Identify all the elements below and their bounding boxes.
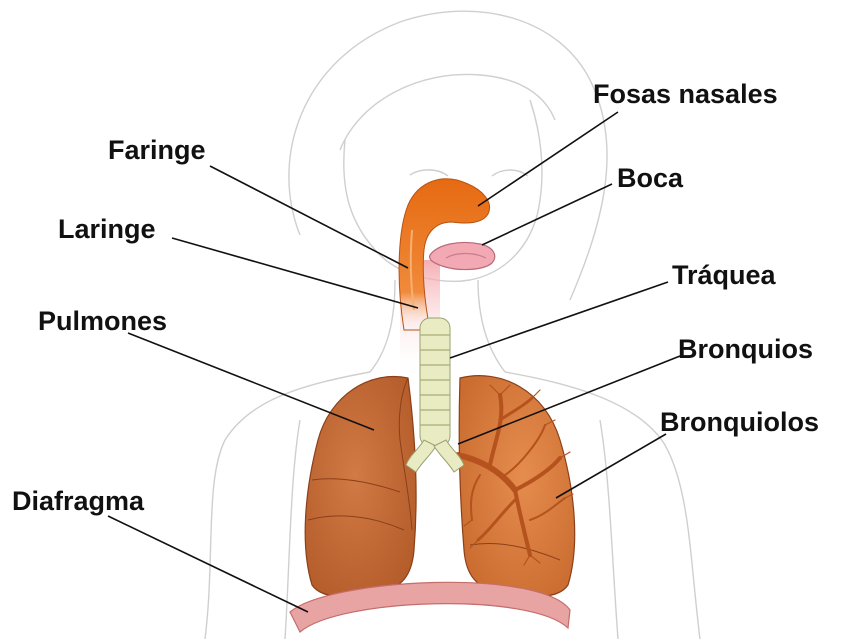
label-bronquiolos: Bronquiolos <box>660 407 819 437</box>
leader-pulmones <box>128 333 374 430</box>
label-pulmones: Pulmones <box>38 306 167 336</box>
leader-laringe <box>172 238 418 308</box>
label-laringe: Laringe <box>58 214 156 244</box>
neck-right <box>478 280 505 372</box>
label-faringe: Faringe <box>108 135 206 165</box>
leader-boca <box>482 184 612 245</box>
hair-inner <box>340 74 555 150</box>
leader-traquea <box>450 282 668 358</box>
label-fosas-nasales: Fosas nasales <box>593 79 778 109</box>
label-boca: Boca <box>617 163 684 193</box>
leader-faringe <box>210 166 408 268</box>
leader-bronquiolos <box>556 434 666 498</box>
arm-right <box>600 420 618 639</box>
label-bronquios: Bronquios <box>678 334 813 364</box>
label-diafragma: Diafragma <box>12 486 145 516</box>
label-traquea: Tráquea <box>672 260 777 290</box>
mouth <box>430 242 495 269</box>
trachea-tube <box>420 318 450 446</box>
eye-left <box>410 170 448 176</box>
mouth-cavity <box>430 242 495 269</box>
neck-left <box>370 280 395 372</box>
